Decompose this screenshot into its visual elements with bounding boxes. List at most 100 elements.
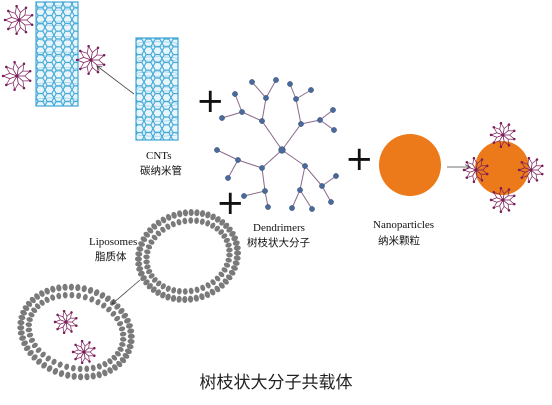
lipid-dot (35, 347, 42, 353)
lipid-dot (148, 239, 155, 245)
nanoparticles-chinese-label: 纳米颗粒 (378, 235, 420, 247)
lipid-dot (144, 249, 151, 255)
lipid-dot (127, 338, 135, 345)
dendrimers-label: Dendrimers (253, 222, 305, 234)
lipid-dot (104, 295, 111, 302)
lipid-dot (84, 365, 90, 373)
lipid-dot (28, 312, 35, 318)
liposome-drug-bottom (71, 339, 96, 365)
lipid-dot (204, 291, 211, 299)
lipid-dot (18, 314, 26, 321)
lipid-dot (148, 273, 155, 279)
lipid-dot (146, 269, 153, 275)
dendrimer-node (262, 188, 268, 194)
lipid-dot (17, 325, 25, 331)
lipid-dot (233, 245, 241, 251)
lipid-dot (194, 286, 200, 293)
lipid-dot (232, 240, 240, 246)
lipid-dot (188, 217, 194, 224)
lipid-dot (214, 216, 221, 223)
lipid-dot (17, 330, 25, 336)
dendrimer-node (259, 165, 265, 171)
lipid-dot (114, 350, 121, 357)
lipid-dot (68, 283, 74, 291)
lipid-dot (210, 222, 216, 229)
lipid-dot (34, 293, 40, 300)
lipid-dot (118, 326, 126, 332)
nanoparticle-drug-right (517, 156, 544, 184)
lipid-dot (136, 266, 144, 272)
lipid-dot (165, 285, 171, 292)
lipid-dot (188, 287, 194, 295)
lipid-dot (31, 342, 38, 349)
lipid-dot (134, 256, 142, 262)
lipid-dot (17, 319, 25, 326)
nanotube-drug-left (1, 61, 32, 91)
lipid-dot (151, 234, 158, 241)
lipid-dot (50, 285, 56, 293)
dendrimer-node (317, 117, 323, 123)
lipid-dot (214, 285, 221, 293)
loaded-nanoparticle (475, 141, 529, 195)
dendrimer-node (214, 147, 220, 153)
lipid-dot (107, 358, 113, 365)
lipid-dot (228, 269, 236, 276)
lipid-dot (96, 371, 102, 379)
lipid-dot (39, 290, 45, 297)
lipid-dot (22, 305, 30, 311)
lipid-dot (119, 357, 127, 364)
dendrimer-node (333, 173, 339, 179)
lipid-dot (81, 285, 87, 293)
lipid-dot (223, 222, 230, 229)
lipid-dot (218, 282, 225, 289)
lipid-dot (78, 373, 84, 381)
lipid-dot (225, 257, 232, 263)
lipid-dot (45, 355, 51, 362)
lipid-dot (214, 275, 221, 282)
dendrimer-node (259, 118, 265, 124)
plus-sign-cnts-dendrimers: + (196, 81, 225, 121)
lipid-dot (111, 354, 118, 361)
lipid-dot (119, 341, 126, 347)
lipid-dot (226, 274, 233, 281)
lipid-dot (34, 303, 41, 310)
dendrimer-node (302, 163, 308, 169)
lipid-dot (182, 288, 188, 295)
lipid-dot (41, 362, 48, 369)
nanoparticle-drug-bottom (489, 186, 516, 214)
lipid-dot (70, 364, 76, 372)
lipid-dot (226, 247, 233, 253)
dendrimer-node (328, 199, 334, 205)
lipid-dot (26, 317, 33, 323)
lipid-dot (57, 361, 63, 368)
lipid-dot (126, 323, 133, 329)
lipid-dot (87, 286, 94, 294)
lipid-dot (19, 335, 26, 341)
lipid-dot (143, 259, 150, 265)
lipid-dot (151, 277, 158, 283)
lipid-dot (210, 279, 216, 286)
empty-liposome (134, 208, 242, 304)
liposome-drug-top (53, 309, 78, 335)
dendrimer-node (287, 81, 293, 87)
lipid-dot (170, 294, 177, 302)
nanotube-drug-top (3, 5, 34, 35)
dendrimer-node (289, 205, 295, 211)
lipid-dot (150, 286, 157, 293)
lipid-dot (137, 270, 145, 277)
lipid-dot (214, 225, 220, 232)
lipid-dot (117, 346, 124, 352)
lipid-dot (122, 353, 130, 359)
diagram-caption: 树枝状大分子共载体 (199, 373, 353, 393)
lipid-dot (225, 242, 232, 248)
lipid-dot (127, 328, 135, 334)
lipid-dot (90, 372, 96, 380)
loaded-liposome (17, 283, 135, 381)
lipid-dot (221, 267, 228, 273)
dendrimers-chinese-label: 树枝状大分子 (247, 237, 310, 249)
liposomes-chinese-label: 脂质体 (95, 251, 127, 263)
lipid-dot (101, 302, 107, 309)
lipid-dot (231, 265, 238, 271)
nanoparticle-drug-top (489, 121, 516, 149)
lipid-dot (102, 361, 108, 368)
